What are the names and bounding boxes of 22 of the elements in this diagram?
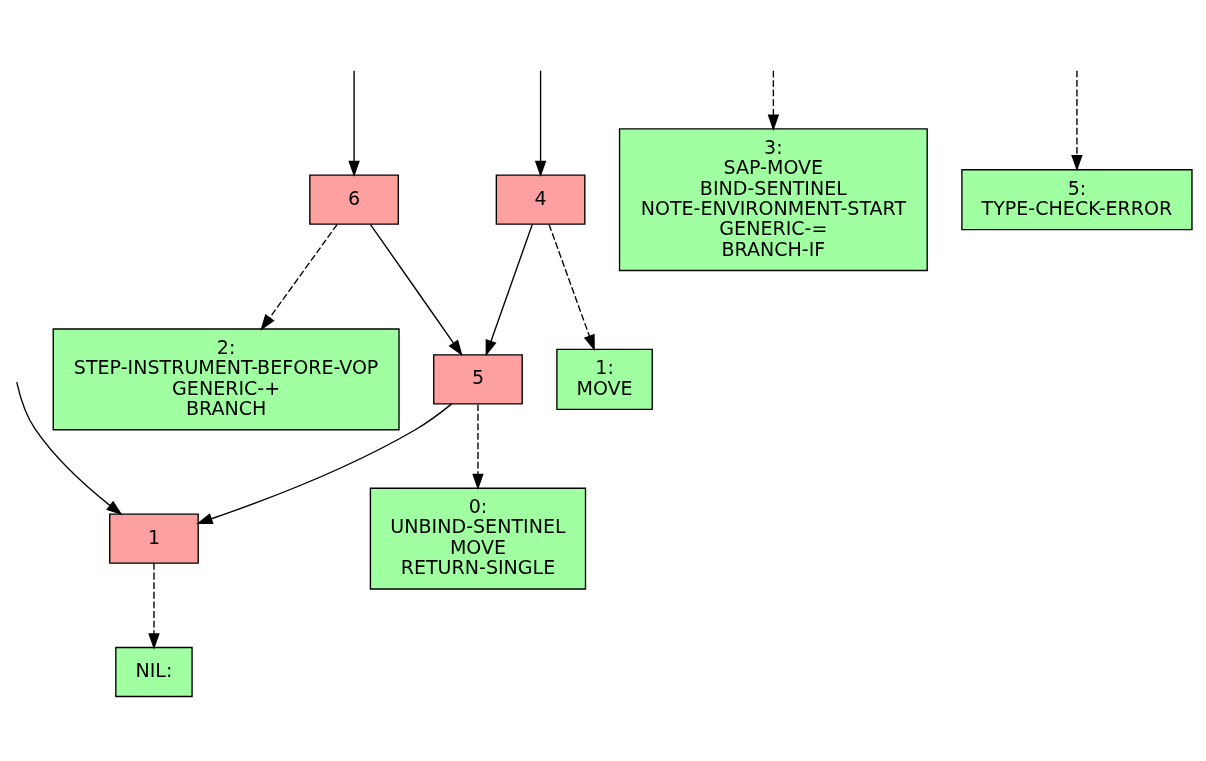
arrow [767, 69, 780, 131]
arrow [148, 562, 160, 650]
node-box: 1: MOVE [556, 348, 653, 410]
arrow [16, 380, 123, 515]
arrow [472, 403, 484, 490]
arrow [196, 402, 453, 524]
node-box: 4 [495, 174, 586, 225]
arrow [260, 223, 338, 331]
node-box: 2: STEP-INSTRUMENT-BEFORE-VOP GENERIC-+ BRANCH [52, 327, 400, 430]
arrow [534, 69, 547, 177]
node-box: 1 [109, 512, 199, 564]
node-box: 3: SAP-MOVE BIND-SENTINEL NOTE-ENVIRONMENT-START GENERIC-= BRANCH-IF [618, 127, 928, 271]
arrow [485, 223, 533, 356]
arrow [1071, 69, 1083, 171]
node-box: 5 [433, 353, 523, 405]
node-box: 0: UNBIND-SENTINEL MOVE RETURN-SINGLE [369, 487, 587, 590]
node-box: 6 [309, 174, 399, 225]
arrow [369, 223, 463, 356]
node-box: 5: TYPE-CHECK-ERROR [961, 168, 1193, 230]
node-box: NIL: [115, 646, 193, 697]
arrow [348, 69, 360, 177]
arrow [548, 223, 595, 351]
